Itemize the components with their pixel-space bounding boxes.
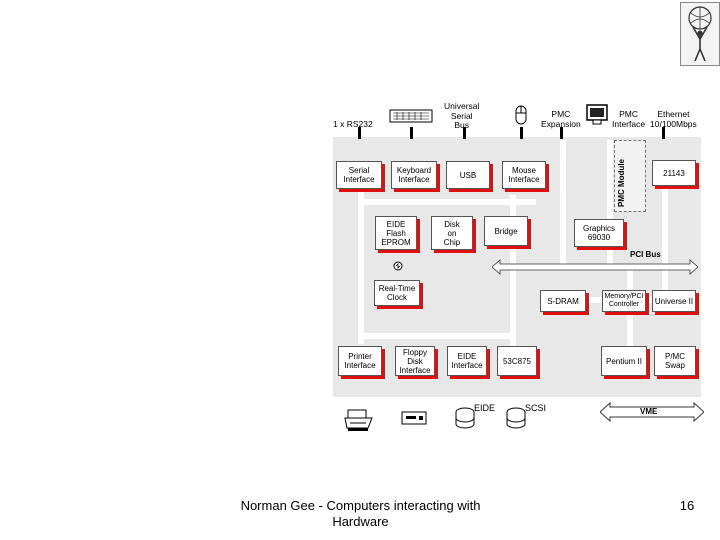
vertical-bus-pmc	[607, 140, 613, 270]
eide-disk-icon	[454, 406, 476, 430]
usb-top-label: Universal Serial Bus	[444, 101, 480, 130]
universe-ii-box: Universe II	[652, 290, 696, 312]
bus-line	[520, 127, 523, 139]
battery-icon	[393, 258, 403, 271]
ethernet-label: Ethernet 10/100Mbps	[650, 109, 697, 129]
memory-pci-controller-box: Memory/PCI Controller	[602, 290, 646, 312]
local-bus	[360, 333, 510, 339]
pmc-expansion-label: PMC Expansion	[541, 109, 581, 129]
real-time-clock-box: Real-Time Clock	[374, 280, 420, 306]
vertical-bus-right	[662, 185, 668, 295]
sdram-box: S-DRAM	[540, 290, 586, 312]
graphics-box: Graphics 69030	[574, 219, 624, 247]
floppy-drive-icon	[400, 408, 428, 428]
monitor-icon	[585, 104, 609, 126]
keyboard-icon	[389, 108, 433, 124]
pmc-interface-label: PMC Interface	[612, 109, 646, 129]
pentium-ii-box: Pentium II	[601, 346, 647, 376]
bus-line	[358, 127, 361, 139]
eide-interface-box: EIDE Interface	[447, 346, 487, 376]
serial-interface-box: Serial Interface	[336, 161, 382, 189]
keyboard-interface-box: Keyboard Interface	[391, 161, 437, 189]
pci-bus-arrow	[491, 259, 699, 275]
pci-bus-label: PCI Bus	[630, 250, 661, 259]
vertical-bus-graphics	[560, 140, 566, 270]
bus-line	[560, 127, 563, 139]
ethernet-21143-box: 21143	[652, 160, 696, 186]
vertical-bus-pci	[510, 195, 516, 355]
isa-horizontal-bus	[360, 199, 536, 205]
atlas-logo	[680, 2, 720, 66]
bus-line	[410, 127, 413, 139]
printer-icon	[344, 408, 374, 432]
eide-label: EIDE	[474, 403, 496, 413]
mouse-interface-box: Mouse Interface	[502, 161, 546, 189]
bus-line	[463, 127, 466, 139]
bridge-box: Bridge	[484, 216, 528, 246]
vme-label: VME	[640, 407, 658, 416]
rs232-label: 1 x RS232	[333, 119, 373, 129]
scsi-label: SCSI	[525, 403, 547, 413]
pmc-module-label: PMC Module	[617, 159, 626, 207]
bus-line	[662, 127, 665, 139]
scsi-disk-icon	[505, 406, 527, 430]
eide-flash-eprom-box: EIDE Flash EPROM	[375, 216, 417, 250]
floppy-disk-interface-box: Floppy Disk Interface	[395, 346, 435, 376]
vertical-bus-left	[358, 186, 364, 344]
pmc-module-bar: PMC Module	[614, 140, 646, 212]
printer-interface-box: Printer Interface	[338, 346, 382, 376]
mouse-icon	[514, 104, 528, 126]
slide-footer: Norman Gee - Computers interacting with …	[240, 498, 481, 529]
disk-on-chip-box: Disk on Chip	[431, 216, 473, 250]
page-number: 16	[679, 498, 695, 513]
scsi-53c875-box: 53C875	[497, 346, 537, 376]
usb-box: USB	[446, 161, 490, 189]
pmc-swap-box: P/MC Swap	[654, 346, 696, 376]
